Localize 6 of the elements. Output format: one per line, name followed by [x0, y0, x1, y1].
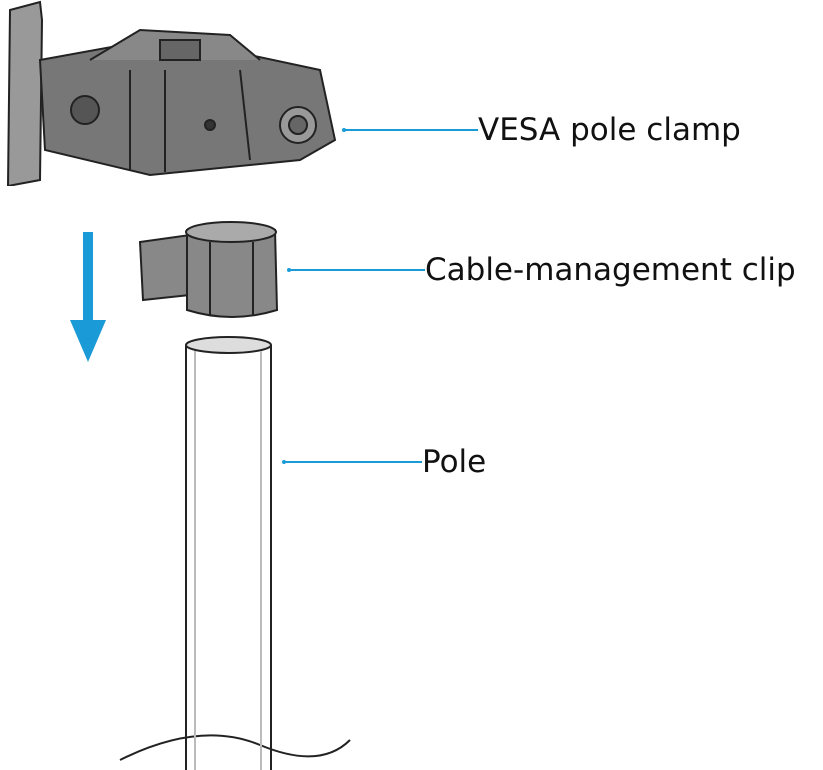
- part-label: Pole: [422, 443, 488, 482]
- leader-line: [342, 128, 478, 132]
- part-label: Cable-management clip: [425, 251, 797, 290]
- part-label: VESA pole clamp: [478, 111, 738, 150]
- leader-line: [287, 268, 425, 272]
- leader-line: [282, 460, 422, 464]
